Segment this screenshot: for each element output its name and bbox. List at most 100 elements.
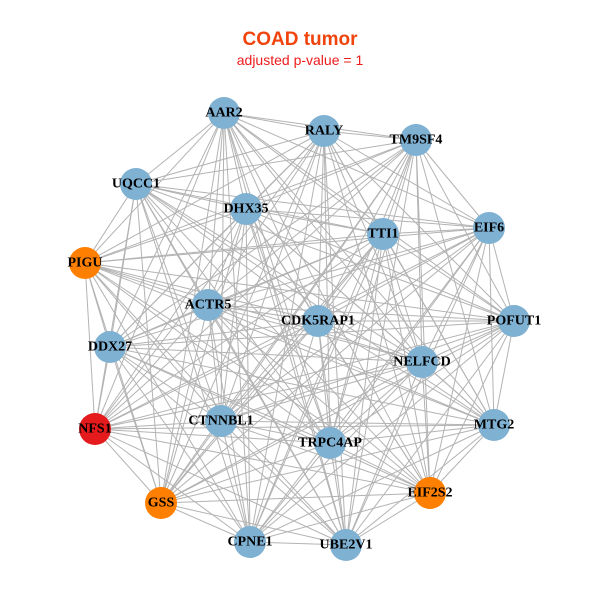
edge-aar2-actr5 (207, 112, 225, 306)
node-circle[interactable] (69, 247, 101, 279)
node-nfs1[interactable]: NFS1 (78, 413, 112, 445)
node-label: NELFCD (393, 355, 451, 370)
node-circle[interactable] (230, 193, 262, 225)
node-raly[interactable]: RALY (305, 115, 343, 147)
node-circle[interactable] (314, 427, 346, 459)
node-label: CDK5RAP1 (281, 314, 355, 329)
node-circle[interactable] (473, 212, 505, 244)
edge-aar2-raly (223, 112, 325, 132)
node-circle[interactable] (120, 168, 152, 200)
edge-cdk5rap1-ddx27 (109, 320, 319, 348)
node-uqcc1[interactable]: UQCC1 (112, 168, 160, 200)
node-pofut1[interactable]: POFUT1 (487, 305, 541, 337)
node-circle[interactable] (302, 305, 334, 337)
node-mtg2[interactable]: MTG2 (474, 409, 514, 441)
edge-aar2-tti1 (223, 112, 384, 235)
edge-raly-pigu (84, 130, 325, 264)
edge-raly-uqcc1 (135, 130, 325, 185)
node-label: CTNNBL1 (188, 414, 253, 429)
node-trpc4ap[interactable]: TRPC4AP (298, 427, 362, 459)
edge-uqcc1-pofut1 (135, 183, 515, 322)
edge-ctnnbl1-gss (160, 420, 222, 504)
edge-tm9sf4-eif6 (415, 139, 490, 229)
node-ddx27[interactable]: DDX27 (88, 331, 132, 363)
edge-eif6-cdk5rap1 (317, 227, 490, 322)
edge-actr5-gss (160, 304, 209, 504)
edge-aar2-dhx35 (223, 112, 247, 210)
edge-aar2-uqcc1 (135, 112, 225, 185)
node-circle[interactable] (94, 331, 126, 363)
edge-tti1-cdk5rap1 (317, 233, 384, 322)
node-circle[interactable] (208, 97, 240, 129)
node-nelfcd[interactable]: NELFCD (393, 346, 451, 378)
edge-pigu-mtg2 (84, 262, 495, 426)
edge-cdk5rap1-nelfcd (317, 320, 423, 363)
edge-eif6-actr5 (207, 227, 490, 306)
edge-ddx27-ube2v1 (109, 346, 347, 546)
node-tm9sf4[interactable]: TM9SF4 (390, 124, 443, 156)
edge-aar2-cpne1 (223, 112, 251, 543)
node-label: PIGU (68, 256, 103, 271)
edge-pigu-eif2s2 (84, 262, 431, 494)
edge-ddx27-eif2s2 (109, 346, 431, 494)
edge-dhx35-pigu (84, 208, 247, 264)
edge-actr5-eif2s2 (207, 304, 431, 494)
node-circle[interactable] (367, 218, 399, 250)
edge-tti1-eif6 (382, 227, 490, 235)
node-label: TRPC4AP (298, 436, 362, 451)
edge-pigu-pofut1 (84, 262, 515, 322)
node-circle[interactable] (308, 115, 340, 147)
node-eif6[interactable]: EIF6 (473, 212, 505, 244)
edge-nelfcd-trpc4ap (329, 361, 423, 444)
node-circle[interactable] (192, 289, 224, 321)
edge-eif6-eif2s2 (429, 227, 490, 494)
node-tti1[interactable]: TTI1 (367, 218, 399, 250)
edge-ddx27-nelfcd (109, 346, 423, 363)
node-circle[interactable] (400, 124, 432, 156)
node-aar2[interactable]: AAR2 (205, 97, 243, 129)
edge-actr5-trpc4ap (207, 304, 331, 444)
node-circle[interactable] (414, 477, 446, 509)
node-label: EIF6 (474, 221, 504, 236)
edge-cdk5rap1-ctnnbl1 (220, 320, 319, 422)
node-label: POFUT1 (487, 314, 541, 329)
edge-nfs1-cpne1 (94, 428, 251, 543)
node-circle[interactable] (79, 413, 111, 445)
node-circle[interactable] (498, 305, 530, 337)
edge-eif2s2-cpne1 (249, 492, 431, 543)
edge-nelfcd-gss (160, 361, 423, 504)
node-circle[interactable] (406, 346, 438, 378)
node-eif2s2[interactable]: EIF2S2 (407, 477, 453, 509)
node-label: AAR2 (205, 106, 242, 121)
edge-mtg2-cpne1 (249, 424, 495, 543)
node-ube2v1[interactable]: UBE2V1 (320, 529, 373, 561)
edge-tti1-ddx27 (109, 233, 384, 348)
edge-eif2s2-ube2v1 (345, 492, 431, 546)
edge-tm9sf4-ddx27 (109, 139, 417, 348)
chart-subtitle: adjusted p-value = 1 (236, 52, 364, 68)
edge-raly-gss (160, 130, 325, 504)
node-pigu[interactable]: PIGU (68, 247, 103, 279)
node-gss[interactable]: GSS (145, 487, 177, 519)
node-cdk5rap1[interactable]: CDK5RAP1 (281, 305, 355, 337)
node-circle[interactable] (330, 529, 362, 561)
node-circle[interactable] (478, 409, 510, 441)
edge-dhx35-ddx27 (109, 208, 247, 348)
edge-raly-actr5 (207, 130, 325, 306)
edge-mtg2-trpc4ap (329, 424, 495, 444)
edge-dhx35-nfs1 (94, 208, 247, 430)
node-label: TM9SF4 (390, 133, 443, 148)
node-label: ACTR5 (185, 298, 232, 313)
edge-tti1-ube2v1 (345, 233, 384, 546)
node-circle[interactable] (234, 526, 266, 558)
node-ctnnbl1[interactable]: CTNNBL1 (188, 405, 254, 437)
edge-trpc4ap-ube2v1 (329, 442, 347, 546)
node-circle[interactable] (205, 405, 237, 437)
node-actr5[interactable]: ACTR5 (185, 289, 232, 321)
node-cpne1[interactable]: CPNE1 (227, 526, 273, 558)
edge-tm9sf4-tti1 (382, 139, 417, 235)
node-circle[interactable] (145, 487, 177, 519)
edge-pofut1-nelfcd (421, 320, 515, 363)
node-dhx35[interactable]: DHX35 (223, 193, 269, 225)
edge-actr5-ctnnbl1 (207, 304, 222, 422)
